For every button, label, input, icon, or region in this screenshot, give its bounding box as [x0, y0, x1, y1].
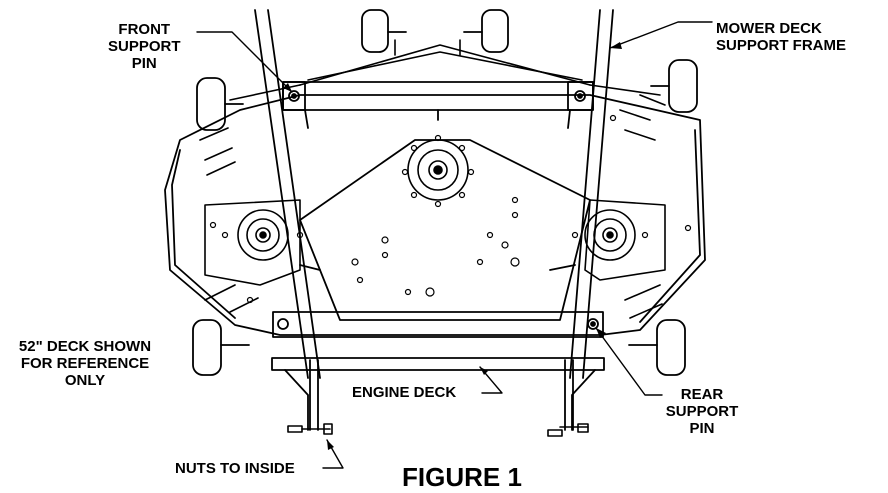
front-support-pin-line-2: SUPPORT: [108, 38, 181, 55]
deck-note-line-3: ONLY: [64, 372, 106, 389]
deck-note-label: 52" DECK SHOWN FOR REFERENCE ONLY: [0, 338, 170, 389]
caster-wheels: [192, 9, 698, 376]
deck-note-line-2: FOR REFERENCE: [20, 355, 150, 372]
support-frame-arms: [254, 9, 614, 379]
bolt-holes: [209, 114, 692, 304]
engine-deck-label: ENGINE DECK: [352, 384, 457, 401]
rear-support-pin-label: REAR SUPPORT PIN: [662, 386, 742, 437]
frame-label-line-2: SUPPORT FRAME: [716, 37, 847, 54]
rear-pin-line-2: SUPPORT: [665, 403, 739, 420]
rear-pin-leader: [595, 327, 663, 396]
rear-pin-line-3: PIN: [689, 420, 715, 437]
rear-pin-line-1: REAR: [680, 386, 724, 403]
front-support-pin-label: FRONT SUPPORT PIN: [108, 21, 181, 72]
mower-deck-diagram: [164, 9, 713, 469]
arrowheads: [283, 42, 622, 450]
frame-leader: [609, 21, 713, 49]
engine-deck-bar: [271, 264, 605, 431]
nuts-leader: [322, 439, 344, 469]
frame-label-line-1: MOWER DECK: [716, 20, 822, 37]
leader-lines: [196, 21, 713, 469]
front-support-pin-line-1: FRONT: [118, 21, 171, 38]
front-cross-bar: [282, 81, 594, 129]
figure-title: FIGURE 1: [402, 462, 522, 492]
front-pin-leader: [196, 31, 293, 93]
engine-deck-leader: [479, 366, 503, 394]
nuts-to-inside-label: NUTS TO INSIDE: [175, 460, 295, 477]
mower-deck-support-frame-label: MOWER DECK SUPPORT FRAME: [716, 20, 846, 54]
deck-note-line-1: 52" DECK SHOWN: [18, 338, 152, 355]
bolts-and-nuts: [287, 423, 589, 437]
side-plates: [199, 94, 666, 319]
front-support-pin-line-3: PIN: [131, 55, 157, 72]
